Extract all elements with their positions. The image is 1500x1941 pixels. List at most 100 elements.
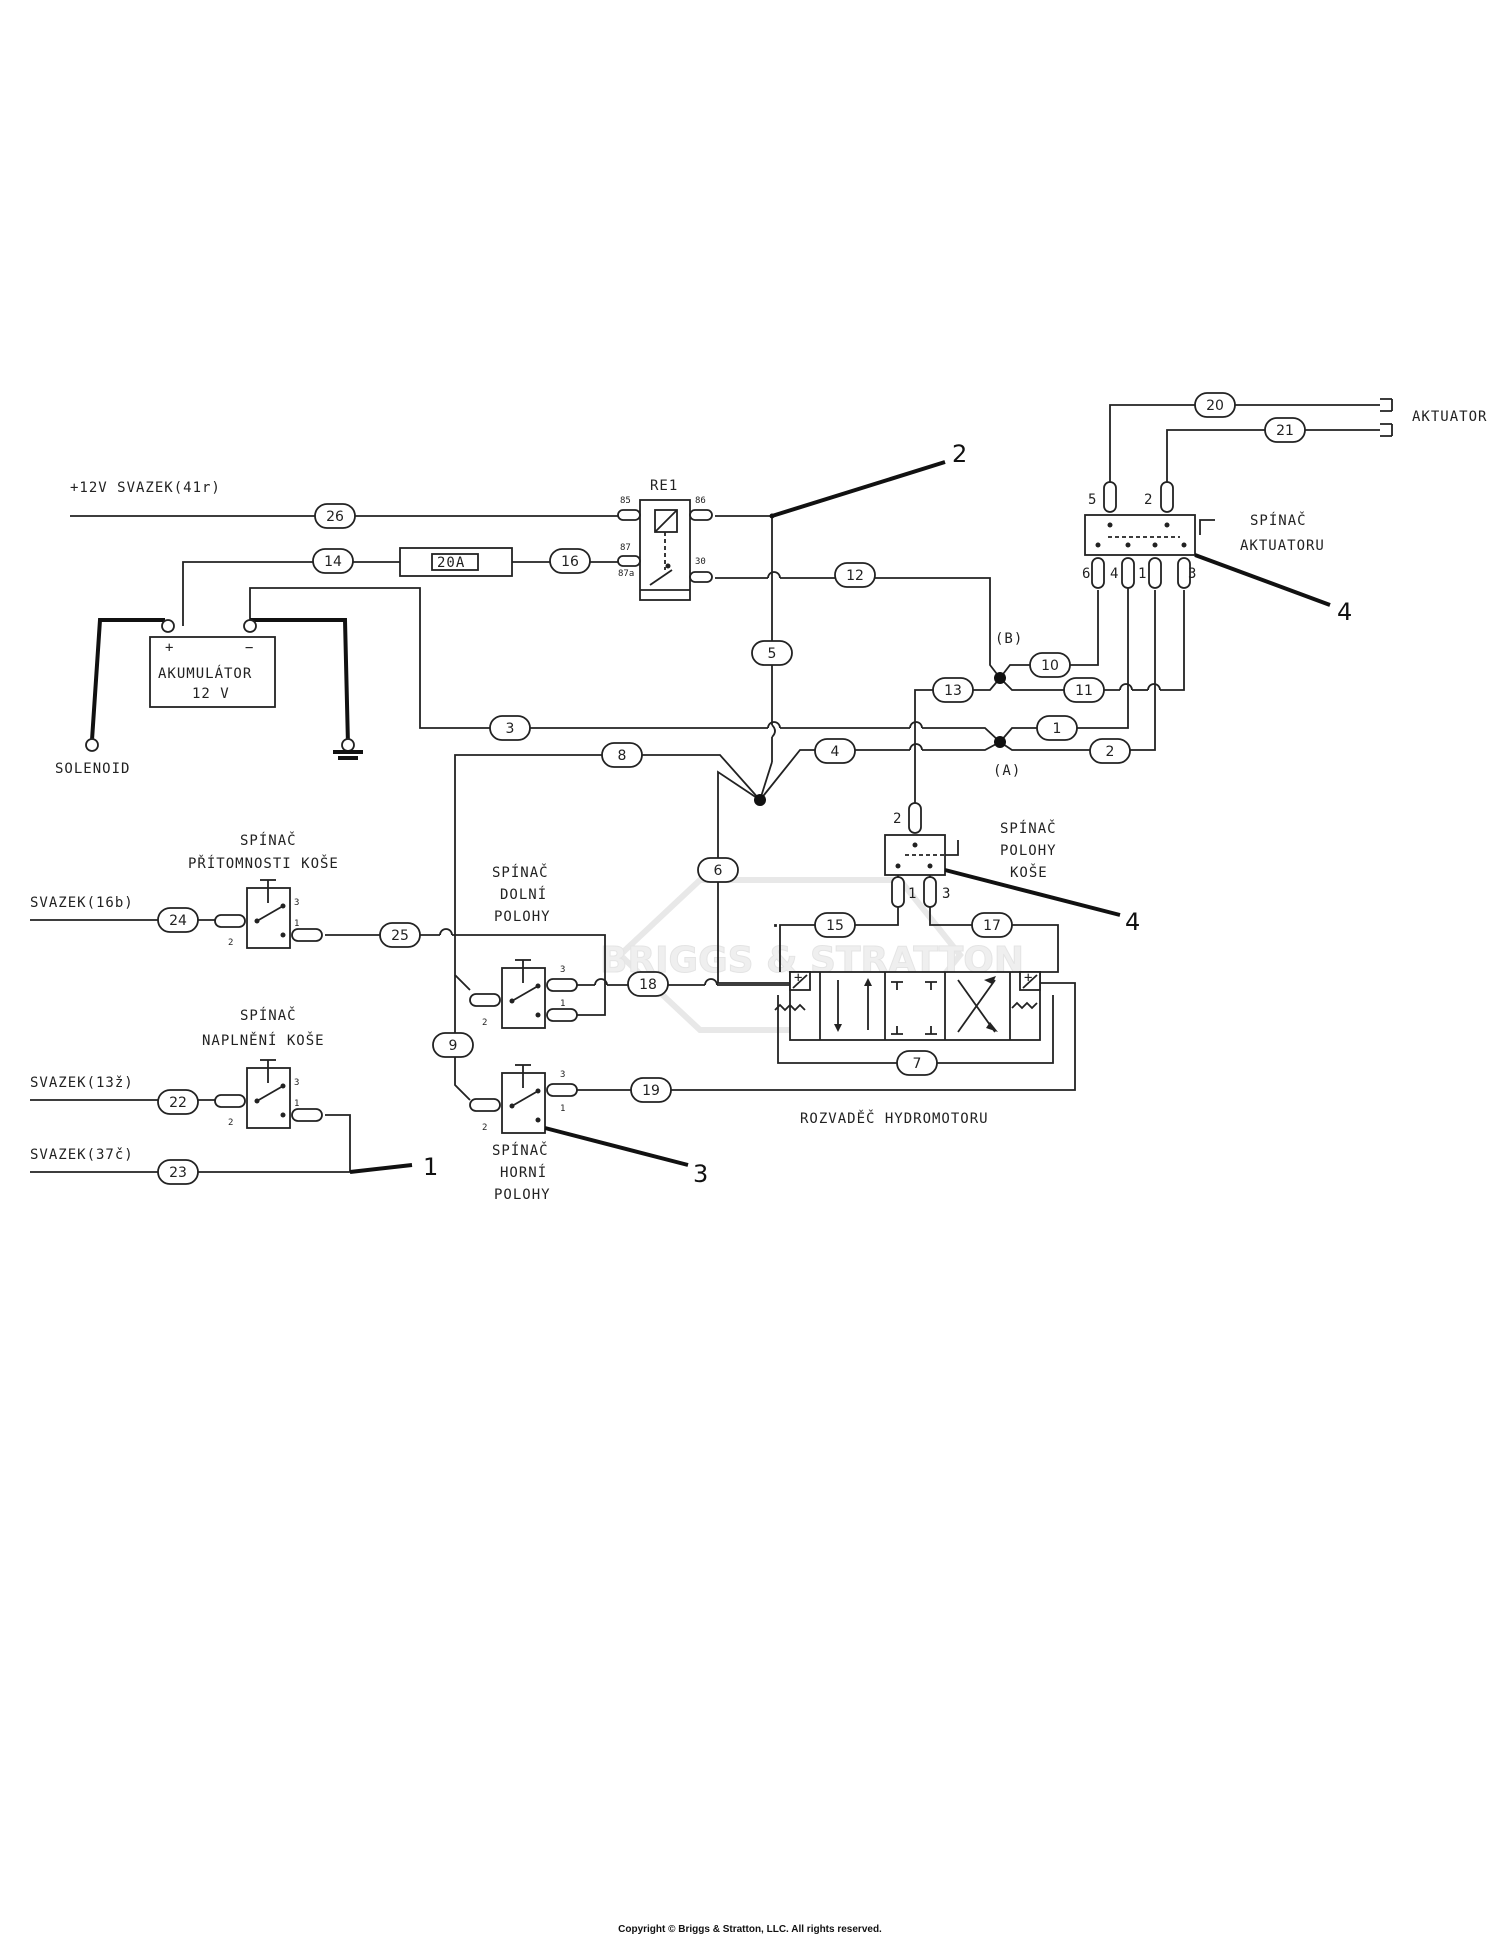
- ground-symbol: [333, 738, 363, 760]
- relay-pin-30: 30: [695, 557, 706, 567]
- wire-number: 2: [1106, 744, 1115, 760]
- actuator-switch-pin-6: 6: [1082, 566, 1091, 582]
- wire-label-7: 7: [896, 1050, 938, 1076]
- lower-pin-3: 3: [560, 965, 565, 975]
- relay-label: RE1: [650, 478, 678, 494]
- callout-2: 2: [952, 440, 967, 468]
- lower-pin-2: 2: [482, 1018, 487, 1028]
- fill-switch: 3 1 2 SPÍNAČ NAPLNĚNÍ KOŠE: [202, 1006, 325, 1129]
- node-a: [994, 736, 1006, 748]
- wire-number: 6: [714, 863, 723, 879]
- lower-pin-1: 1: [560, 999, 565, 1009]
- battery-leads: [90, 618, 350, 746]
- fuse: 20A: [399, 547, 513, 577]
- wire-number: 23: [169, 1165, 187, 1181]
- callout-3: 3: [693, 1160, 708, 1188]
- presence-pin-2: 2: [228, 938, 233, 948]
- wire-label-12: 12: [834, 562, 876, 588]
- wire-label-3: 3: [489, 715, 531, 741]
- copyright: Copyright © Briggs & Stratton, LLC. All …: [618, 1924, 882, 1935]
- valve-plus-right: +: [1024, 970, 1033, 986]
- valve-label: ROZVADĚČ HYDROMOTORU: [800, 1109, 989, 1127]
- lower-switch-title: SPÍNAČ: [492, 863, 549, 881]
- wire-label-2: 2: [1089, 738, 1131, 764]
- wire-label-5: 5: [751, 640, 793, 666]
- relay-pin-87: 87: [620, 543, 631, 553]
- wire-label-20: 20: [1194, 392, 1236, 418]
- node-a-label: (A): [993, 763, 1021, 779]
- wire-label-10: 10: [1029, 652, 1071, 678]
- wire-number: 21: [1276, 423, 1294, 439]
- actuator-switch-pin-3: 3: [1188, 566, 1197, 582]
- battery-title: AKUMULÁTOR: [158, 665, 252, 682]
- wire-number: 14: [324, 554, 342, 570]
- actuator-switch-pin-2: 2: [1144, 492, 1153, 508]
- callout-4-bottom: 4: [1125, 908, 1140, 936]
- wire-number: 1: [1053, 721, 1062, 737]
- wire-number: 26: [326, 509, 344, 525]
- wire-labels: 1234567891011121314151617181920212223242…: [157, 392, 1306, 1185]
- actuator-switch-subtitle: AKTUATORU: [1240, 538, 1325, 554]
- fill-pin-1: 1: [294, 1099, 299, 1109]
- relay-re1: RE1 85 86 87 87a 30: [617, 478, 713, 601]
- watermark-text: BRIGGS & STRATTON: [600, 940, 1024, 981]
- wire-number: 18: [639, 977, 657, 993]
- lower-switch-line2: DOLNÍ: [500, 886, 547, 903]
- wire-label-11: 11: [1063, 677, 1105, 703]
- wire-label-19: 19: [630, 1077, 672, 1103]
- battery: AKUMULÁTOR 12 V + −: [149, 619, 276, 708]
- battery-plus: +: [165, 640, 174, 656]
- wire-label-14: 14: [312, 548, 354, 574]
- fill-switch-subtitle: NAPLNĚNÍ KOŠE: [202, 1031, 325, 1049]
- node-b-label: (B): [995, 631, 1023, 647]
- callout-4-top: 4: [1337, 598, 1352, 626]
- wire-number: 3: [506, 721, 515, 737]
- solenoid-label: SOLENOID: [55, 761, 130, 777]
- battery-voltage: 12 V: [192, 686, 230, 702]
- watermark: BRIGGS & STRATTON: [600, 877, 1024, 1033]
- bucket-switch-pin-3: 3: [942, 886, 951, 902]
- node-star: [754, 794, 766, 806]
- upper-pin-1: 1: [560, 1104, 565, 1114]
- bucket-switch-title: SPÍNAČ: [1000, 819, 1057, 837]
- wire-label-18: 18: [627, 971, 669, 997]
- upper-pin-3: 3: [560, 1070, 565, 1080]
- hydromotor-valve: + + ROZVADĚČ HYDROMOTORU: [774, 924, 1041, 1127]
- relay-pin-87a: 87a: [618, 569, 634, 579]
- bucket-switch-pin-1: 1: [908, 886, 917, 902]
- callout-1: 1: [423, 1153, 438, 1181]
- wire-label-8: 8: [601, 742, 643, 768]
- wire-number: 4: [831, 744, 840, 760]
- harness-13z: SVAZEK(13ž): [30, 1075, 134, 1091]
- solenoid-terminal: SOLENOID: [55, 738, 130, 777]
- presence-pin-1: 1: [294, 919, 299, 929]
- actuator-label: AKTUATOR: [1412, 409, 1487, 425]
- wire-number: 7: [913, 1056, 922, 1072]
- presence-pin-3: 3: [294, 898, 299, 908]
- wire-number: 9: [449, 1038, 458, 1054]
- lower-switch-line3: POLOHY: [494, 909, 551, 925]
- fuse-label: 20A: [437, 555, 465, 571]
- wire-label-9: 9: [432, 1032, 474, 1058]
- wire-number: 8: [618, 748, 627, 764]
- wire-label-22: 22: [157, 1089, 199, 1115]
- valve-plus-left: +: [794, 970, 803, 986]
- wire-number: 22: [169, 1095, 187, 1111]
- relay-pin-85: 85: [620, 496, 631, 506]
- bucket-switch-line2: POLOHY: [1000, 843, 1057, 859]
- wire-number: 13: [944, 683, 962, 699]
- wire-label-24: 24: [157, 907, 199, 933]
- relay-pin-86: 86: [695, 496, 706, 506]
- relay-terminals: [617, 509, 713, 583]
- presence-switch-subtitle: PŘÍTOMNOSTI KOŠE: [188, 854, 339, 872]
- wire-number: 20: [1206, 398, 1224, 414]
- wire-label-17: 17: [971, 912, 1013, 938]
- actuator-switch-pin-4: 4: [1110, 566, 1119, 582]
- upper-pin-2: 2: [482, 1123, 487, 1133]
- upper-position-switch: 3 1 2 SPÍNAČ HORNÍ POLOHY: [469, 1064, 578, 1203]
- upper-switch-line3: POLOHY: [494, 1187, 551, 1203]
- wire-label-26: 26: [314, 503, 356, 529]
- actuator-connector: AKTUATOR: [1380, 398, 1487, 437]
- wire-number: 12: [846, 568, 864, 584]
